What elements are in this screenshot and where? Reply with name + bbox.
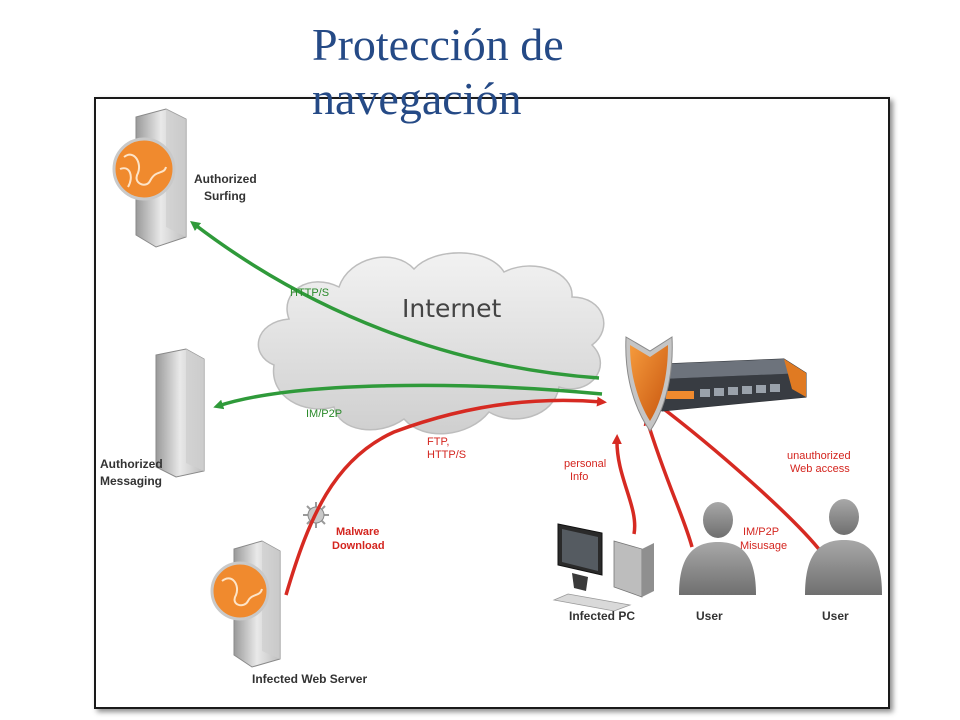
internet-cloud: Internet: [257, 252, 605, 435]
internet-label: Internet: [402, 294, 501, 323]
malware-download-flow: [284, 396, 607, 596]
authorized-surfing-label-2: Surfing: [204, 189, 246, 203]
im-p2p-misusage-flow: [643, 415, 694, 548]
cloud-icon: [257, 252, 605, 435]
server-globe-icon: [210, 540, 281, 668]
unauthorized-web-access-label-1: unauthorized: [787, 450, 851, 462]
im-p2p-label: IM/P2P: [306, 408, 342, 420]
user-1: User: [679, 502, 756, 623]
user-icon: [805, 499, 882, 595]
user-2: User: [805, 499, 882, 623]
unauthorized-web-access-label-2: Web access: [790, 463, 850, 475]
infected-pc: Infected PC: [552, 523, 654, 623]
authorized-surfing-label-1: Authorized: [194, 172, 257, 186]
infected-web-server: Infected Web Server: [210, 540, 367, 686]
malware-download-label-1: Malware: [336, 526, 379, 538]
shield-icon: [625, 336, 673, 432]
slide-title: Protección de navegación: [312, 19, 564, 124]
desktop-pc-icon: [552, 523, 654, 612]
infected-web-server-label: Infected Web Server: [252, 672, 367, 686]
authorized-messaging-label-2: Messaging: [100, 474, 162, 488]
im-p2p-misusage-label-1: IM/P2P: [743, 526, 779, 538]
user-1-label: User: [696, 609, 723, 623]
http-s-flow: [190, 220, 600, 380]
personal-info-flow: [611, 434, 637, 535]
ftp-https-label-2: HTTP/S: [427, 449, 466, 461]
authorized-messaging-label-1: Authorized: [100, 457, 163, 471]
authorized-surfing-server: Authorized Surfing: [112, 108, 257, 248]
user-icon: [679, 502, 756, 595]
malware-download-label-2: Download: [332, 540, 385, 552]
user-2-label: User: [822, 609, 849, 623]
infected-pc-label: Infected PC: [569, 609, 635, 623]
network-diagram: Internet Authorized Surfing Authorized M…: [100, 108, 882, 686]
ftp-https-label-1: FTP,: [427, 436, 449, 448]
im-p2p-flow: [213, 383, 603, 410]
unauthorized-web-access-flow: [652, 399, 824, 555]
authorized-messaging-server: Authorized Messaging: [100, 348, 205, 488]
firewall-appliance-icon: [639, 358, 807, 412]
http-s-label: HTTP/S: [290, 287, 329, 299]
personal-info-label-2: Info: [570, 471, 588, 483]
personal-info-label-1: personal: [564, 458, 606, 470]
server-icon: [155, 348, 205, 478]
server-globe-icon: [112, 108, 187, 248]
im-p2p-misusage-label-2: Misusage: [740, 540, 787, 552]
firewall-appliance: [625, 336, 807, 432]
